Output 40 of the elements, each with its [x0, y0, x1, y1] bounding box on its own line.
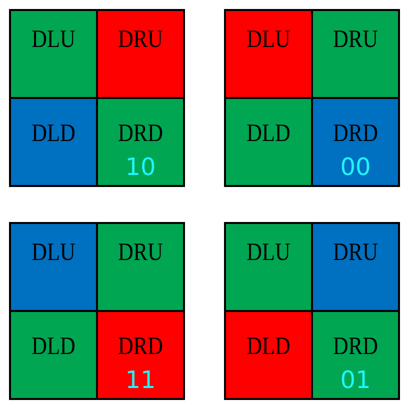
grid-cell: [312, 98, 399, 186]
grid-cell: [225, 10, 312, 98]
cell-label: DLD: [246, 120, 292, 148]
cell-label: DRD: [332, 333, 379, 361]
grid-panel: [224, 222, 400, 400]
grid-panel: [9, 222, 185, 400]
grid-cell: [225, 223, 312, 311]
grid-cell: [225, 311, 312, 399]
cell-label: DRU: [332, 239, 379, 267]
code-label: 01: [339, 366, 372, 394]
code-label: 11: [124, 366, 157, 394]
cell-label: DLU: [246, 26, 292, 54]
cell-label: DLU: [30, 239, 76, 267]
cell-label: DLD: [246, 333, 292, 361]
grid-cell: [312, 10, 399, 98]
cell-label: DLD: [30, 333, 76, 361]
grid-cell: [225, 98, 312, 186]
code-label: 00: [339, 153, 372, 181]
code-label: 10: [124, 153, 157, 181]
cell-label: DLD: [30, 120, 76, 148]
cell-label: DRD: [117, 333, 164, 361]
grid-cell: [10, 98, 97, 186]
grid-cell: [97, 10, 184, 98]
grid-cell: [10, 223, 97, 311]
grid-cell: [97, 311, 184, 399]
grid-panel: [224, 9, 400, 187]
cell-label: DRU: [332, 26, 379, 54]
cell-label: DRD: [332, 120, 379, 148]
cell-label: DLU: [30, 26, 76, 54]
cell-label: DRD: [117, 120, 164, 148]
grid-cell: [312, 311, 399, 399]
cell-label: DRU: [117, 26, 164, 54]
grid-panel: [9, 9, 185, 187]
grid-cell: [10, 10, 97, 98]
grid-cell: [312, 223, 399, 311]
grid-cell: [97, 223, 184, 311]
cell-label: DLU: [246, 239, 292, 267]
grid-cell: [10, 311, 97, 399]
cell-label: DRU: [117, 239, 164, 267]
grid-cell: [97, 98, 184, 186]
